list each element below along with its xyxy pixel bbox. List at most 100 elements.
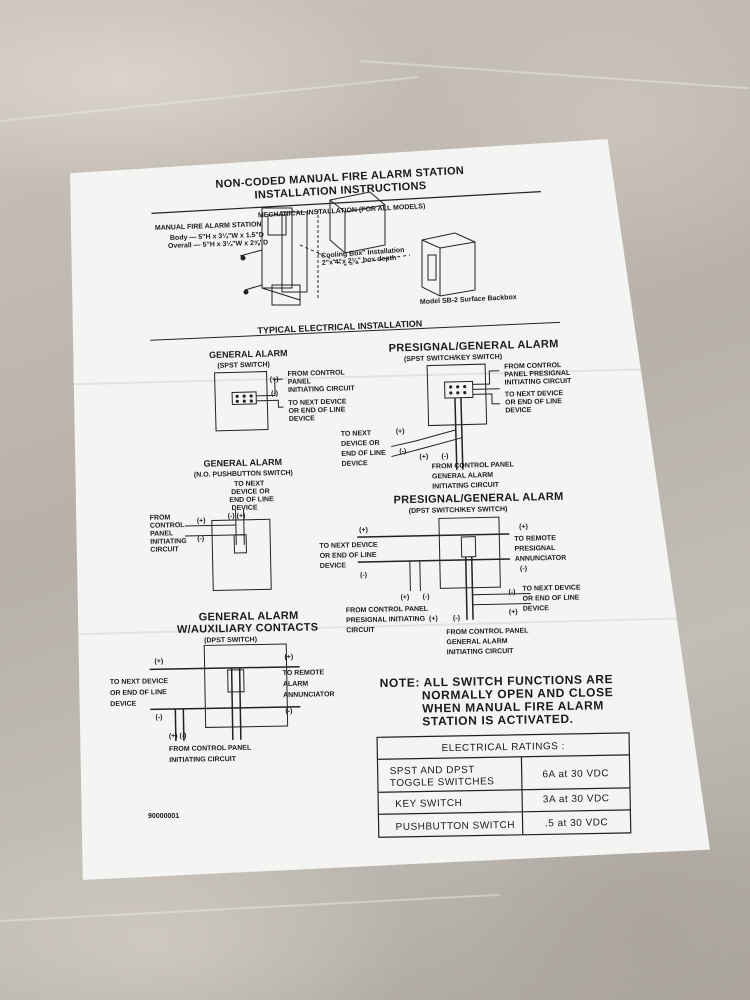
d5-left-2: OR END OF LINE — [110, 689, 167, 697]
d4-left-3: DEVICE — [320, 562, 347, 570]
d4-ga-2: GENERAL ALARM — [446, 638, 507, 646]
d4-plus-c: (+) — [429, 615, 438, 622]
d3-top-4: DEVICE — [231, 505, 258, 513]
d3-top-1: TO NEXT — [234, 480, 265, 488]
note-block: NOTE: ALL SWITCH FUNCTIONS ARE NORMALLY … — [380, 672, 614, 729]
d1-to-3: DEVICE — [289, 415, 316, 423]
d2-plus-b: (+) — [419, 454, 428, 461]
note-line-3: WHEN MANUAL FIRE ALARM — [422, 698, 604, 715]
d4-rb-3: DEVICE — [523, 605, 550, 613]
d3-top-2: DEVICE OR — [231, 488, 270, 496]
d4-right-1: TO REMOTE — [514, 535, 556, 543]
part-number: 90000001 — [148, 813, 179, 820]
d4-fcp-1: FROM CONTROL PANEL — [346, 606, 429, 615]
note-line-4: STATION IS ACTIVATED. — [422, 712, 573, 729]
d4-rb-2: OR END OF LINE — [523, 594, 580, 602]
d3-left-1: FROM — [150, 514, 171, 521]
d4-right-2: PRESIGNAL — [515, 545, 557, 553]
station-dims-overall: Overall — 5"H x 3¼"W x 2⅝"D — [168, 239, 268, 250]
d4-minus-r: (-) — [520, 566, 527, 573]
d5-minus-r: (-) — [285, 708, 292, 715]
d2-to-2: OR END OF LINE — [505, 398, 562, 406]
d3-left-5: CIRCUIT — [150, 546, 179, 554]
diagram2-subtitle: (SPST SWITCH/KEY SWITCH) — [404, 354, 502, 364]
d2-left-1: TO NEXT — [341, 430, 372, 438]
diagram4-subtitle: (DPST SWITCH/KEY SWITCH) — [409, 506, 508, 515]
d2-bottom-1: FROM CONTROL PANEL — [432, 461, 515, 470]
d2-bottom-2: GENERAL ALARM — [432, 472, 493, 481]
d4-ga-3: INITIATING CIRCUIT — [447, 648, 515, 656]
d2-from-2: PANEL PRESIGNAL — [504, 370, 571, 379]
d4-minus-c: (-) — [453, 615, 460, 622]
d4-plus-rb: (+) — [509, 609, 518, 616]
d5-plus: (+) — [154, 658, 163, 665]
d3-pm: (-) (+) — [228, 513, 246, 520]
d2-from-1: FROM CONTROL — [504, 362, 562, 371]
ratings-row3-name: PUSHBUTTON SWITCH — [396, 820, 516, 833]
d4-minus-rb: (-) — [508, 589, 515, 596]
ratings-row2-value: 3A at 30 VDC — [543, 793, 610, 805]
d1-to-1: TO NEXT DEVICE — [288, 398, 347, 407]
diagram5-subtitle: (DPST SWITCH) — [204, 637, 257, 645]
station-faceplate — [261, 207, 293, 289]
d3-top-3: END OF LINE — [229, 496, 274, 504]
d2-left-4: DEVICE — [342, 460, 369, 468]
title-block: NON-CODED MANUAL FIRE ALARM STATION INST… — [151, 165, 541, 219]
d1-from-2: PANEL — [288, 378, 312, 386]
d1-from-3: INITIATING CIRCUIT — [288, 385, 356, 394]
d5-right-2: ALARM — [283, 681, 309, 688]
d3-left-2: CONTROL — [150, 522, 185, 530]
ratings-row3-value: .5 at 30 VDC — [545, 817, 608, 829]
diagram1-title: GENERAL ALARM — [209, 348, 288, 360]
diagram5-title-2: W/AUXILIARY CONTACTS — [177, 621, 319, 635]
d2-to-1: TO NEXT DEVICE — [505, 390, 564, 399]
ratings-row2-name: KEY SWITCH — [395, 798, 462, 810]
d5-right-1: TO REMOTE — [283, 669, 325, 677]
d4-left-2: OR END OF LINE — [320, 552, 377, 560]
surface-label: Model SB-2 Surface Backbox — [420, 294, 517, 306]
d3-left-3: PANEL — [150, 530, 174, 537]
instruction-sheet — [70, 139, 710, 880]
d5-left-3: DEVICE — [110, 701, 137, 708]
d2-left-2: DEVICE OR — [341, 440, 380, 448]
electrical-ratings-table: ELECTRICAL RATINGS : SPST AND DPST TOGGL… — [376, 732, 632, 838]
d1-minus: (-) — [271, 390, 278, 397]
d2-from-3: INITIATING CIRCUIT — [504, 378, 572, 387]
d5-plus-r: (+) — [284, 654, 293, 661]
d5-minus: (-) — [155, 714, 162, 721]
d5-right-3: ANNUNCIATOR — [283, 691, 335, 699]
d1-to-2: OR END OF LINE — [288, 407, 345, 415]
d3-left-4: INITIATING — [150, 538, 187, 546]
d4-plus-b: (+) — [400, 594, 409, 601]
electrical-heading: TYPICAL ELECTRICAL INSTALLATION — [257, 318, 422, 335]
d5-pm: (+) (-) — [169, 733, 187, 740]
diagram-presignal-spst: PRESIGNAL/GENERAL ALARM (SPST SWITCH/KEY… — [341, 338, 572, 490]
diagram3-subtitle: (N.O. PUSHBUTTON SWITCH) — [194, 470, 293, 479]
diagram-general-alarm-auxiliary: GENERAL ALARM W/AUXILIARY CONTACTS (DPST… — [110, 610, 335, 764]
d4-plus-r: (+) — [519, 524, 528, 531]
d5-left-1: TO NEXT DEVICE — [110, 678, 169, 686]
diagram3-title: GENERAL ALARM — [203, 457, 282, 469]
station-label: MANUAL FIRE ALARM STATION — [155, 221, 262, 232]
d4-left-1: TO NEXT DEVICE — [319, 542, 378, 550]
note-line-2: NORMALLY OPEN AND CLOSE — [422, 685, 614, 702]
d2-to-3: DEVICE — [505, 407, 532, 415]
d4-fcp-3: CIRCUIT — [346, 627, 375, 635]
d2-plus: (+) — [396, 428, 405, 435]
d1-from-1: FROM CONTROL — [288, 369, 346, 378]
d3-minus: (-) — [197, 536, 204, 543]
station-dims-body: Body — 5"H x 3¼"W x 1.5"D — [170, 231, 264, 242]
note-line-1: NOTE: ALL SWITCH FUNCTIONS ARE — [380, 672, 614, 690]
mechanical-drawing: MANUAL FIRE ALARM STATION Body — 5"H x 3… — [155, 191, 517, 306]
d1-plus: (+) — [270, 376, 279, 383]
ratings-row1-name-1: SPST AND DPST — [390, 765, 475, 777]
diagram-presignal-dpst: PRESIGNAL/GENERAL ALARM (DPST SWITCH/KEY… — [319, 491, 581, 656]
d4-fcp-2: PRESIGNAL INITIATING — [346, 616, 426, 625]
diagram2-title: PRESIGNAL/GENERAL ALARM — [388, 338, 558, 354]
d4-plus: (+) — [359, 527, 368, 534]
d2-minus: (-) — [399, 448, 406, 455]
diagram5-title-1: GENERAL ALARM — [199, 610, 299, 624]
d4-rb-1: TO NEXT DEVICE — [522, 584, 581, 592]
d4-ga-1: FROM CONTROL PANEL — [446, 628, 529, 637]
